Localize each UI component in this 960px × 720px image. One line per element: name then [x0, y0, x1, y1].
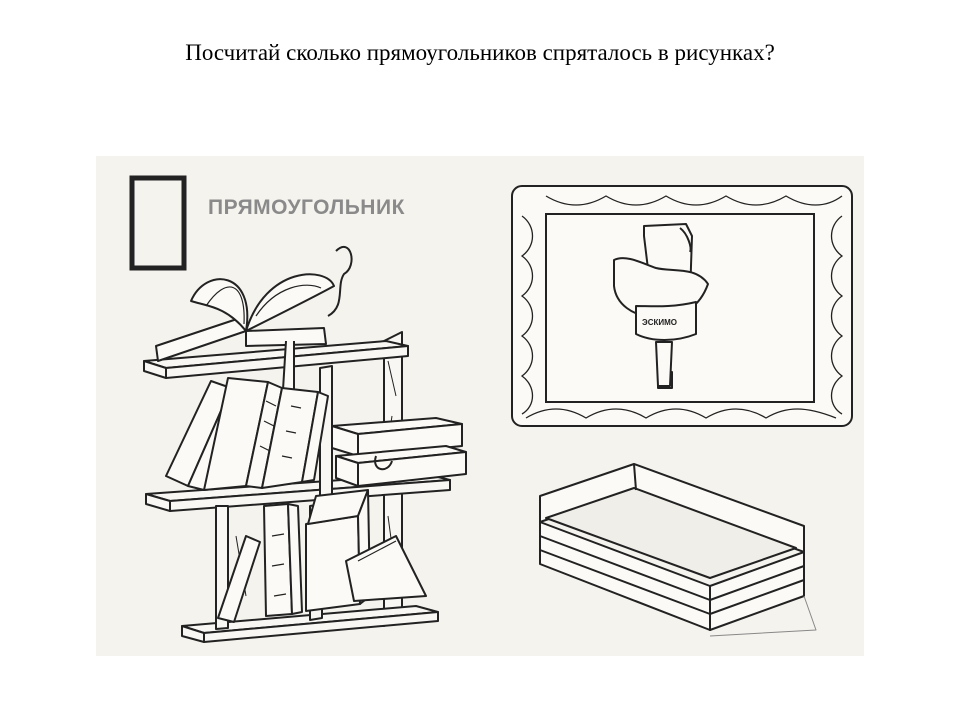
stacked-books: [331, 417, 467, 487]
popsicle: ЭСКИМО: [613, 223, 709, 389]
coloring-illustration: ЭСКИМО: [129, 175, 853, 643]
popsicle-label: ЭСКИМО: [642, 318, 677, 327]
shape-label: ПРЯМОУГОЛЬНИК: [208, 196, 405, 219]
leaning-books: [165, 377, 329, 491]
example-rectangle: [129, 175, 187, 271]
page-title: Посчитай сколько прямоугольников спрятал…: [185, 40, 775, 65]
wooden-crate: [539, 463, 817, 637]
bottom-books: [217, 489, 427, 623]
crate-inside: [545, 487, 797, 579]
worksheet-illustration: ЭСКИМО ПРЯМОУГОЛЬНИК: [96, 156, 864, 656]
